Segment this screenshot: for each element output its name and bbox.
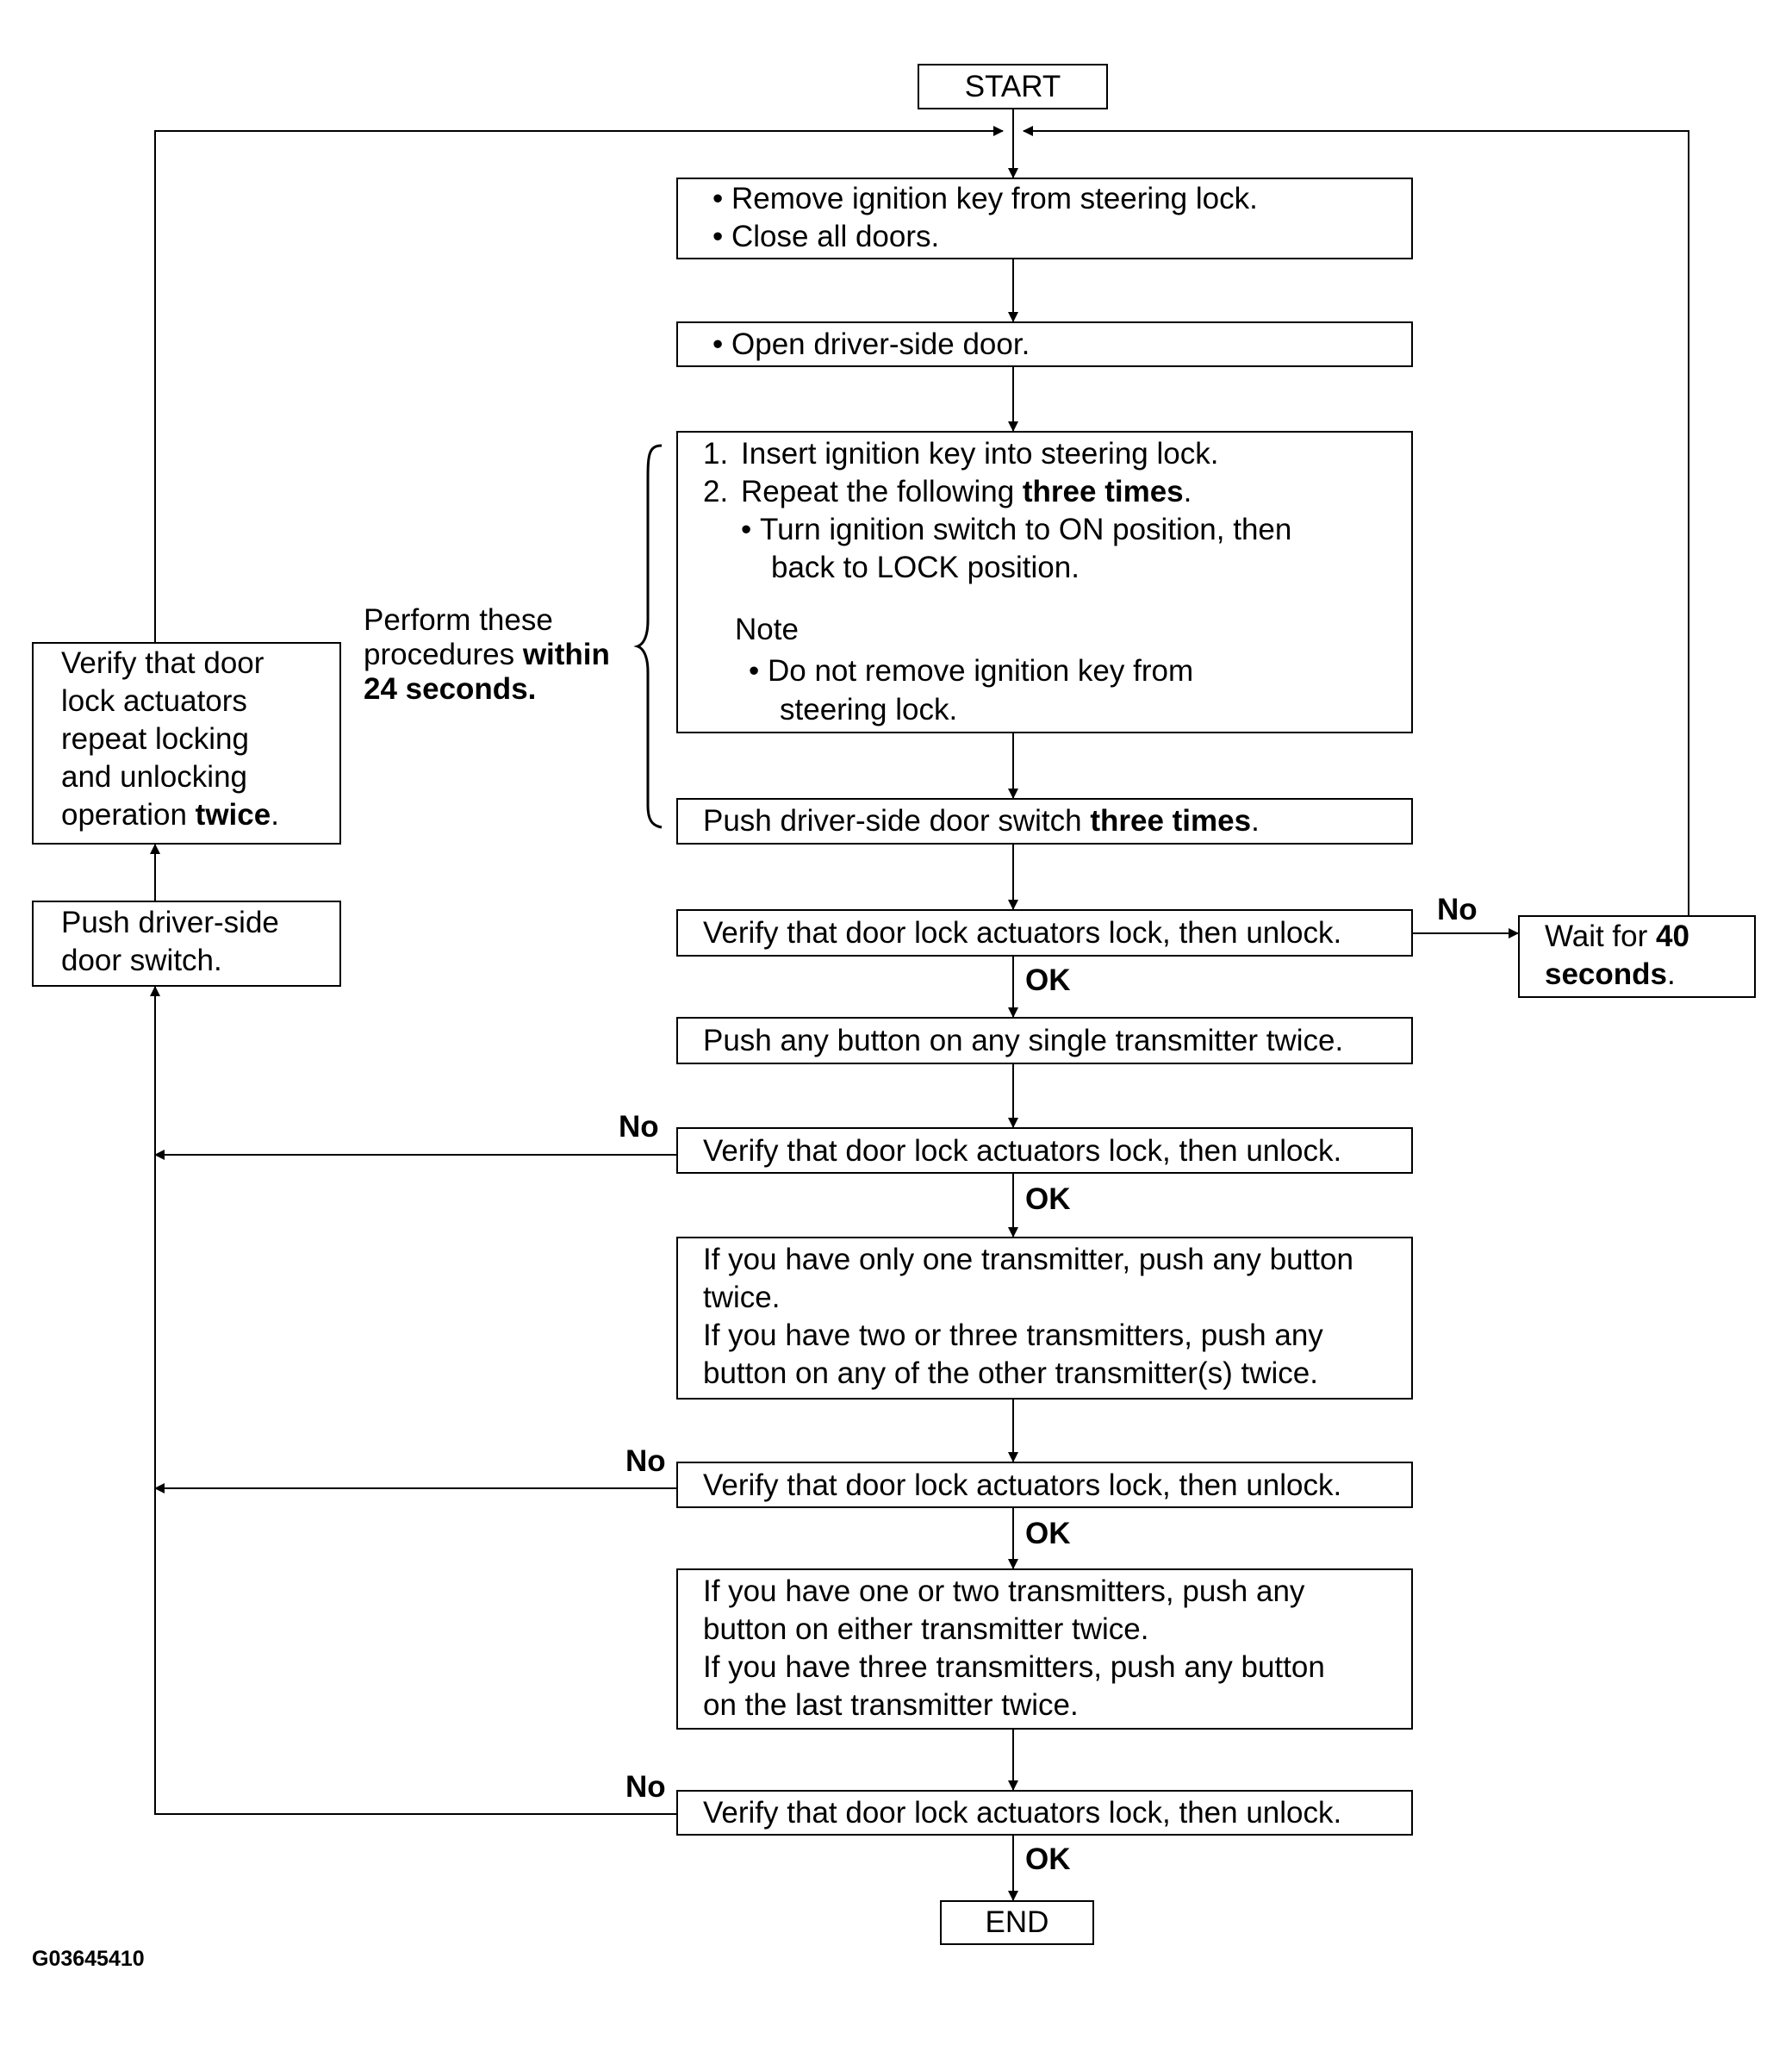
item2-number: 2. (703, 475, 729, 508)
label-ok-1: OK (1025, 963, 1071, 997)
start-label: START (964, 70, 1061, 103)
verify-repeat-period: . (271, 798, 279, 832)
step-wait: Wait for 40 seconds. (1518, 915, 1756, 998)
verify-repeat-line-3: repeat locking (61, 722, 249, 756)
end-terminal: END (940, 1900, 1094, 1945)
turn-switch-text: Turn ignition switch to ON position, the… (760, 513, 1292, 546)
item1-number: 1. (703, 437, 729, 471)
repeat-text: Repeat the following (741, 475, 1023, 508)
note-text-2: steering lock. (780, 693, 958, 726)
push-switch-line-1: Push driver-side (61, 906, 279, 939)
end-label: END (985, 1905, 1049, 1939)
push-any-text: Push any button on any single transmitte… (703, 1024, 1344, 1057)
figure-id: G03645410 (32, 1947, 145, 1971)
verify-repeat-line-5: operation (61, 798, 196, 832)
wire-wait-loop (1023, 126, 1689, 915)
bullet-icon: • (741, 513, 752, 546)
one-transmitter-line-2: twice. (703, 1281, 781, 1314)
step-push-switch: Push driver-side door switch. (32, 901, 341, 987)
verify-step-2: Verify that door lock actuators lock, th… (676, 1127, 1413, 1174)
step-insert-key: 1. Insert ignition key into steering loc… (676, 431, 1413, 733)
timing-line-1: Perform these (364, 603, 553, 637)
verify-2-text: Verify that door lock actuators lock, th… (703, 1134, 1342, 1168)
step-push-three-times: Push driver-side door switch three times… (676, 798, 1413, 845)
verify-repeat-line-2: lock actuators (61, 684, 247, 718)
label-ok-2: OK (1025, 1182, 1071, 1216)
label-ok-4: OK (1025, 1842, 1071, 1876)
step-remove-key: • Remove ignition key from steering lock… (676, 178, 1413, 259)
verify-repeat-line-1: Verify that door (61, 646, 264, 680)
repeat-period: . (1183, 475, 1192, 508)
note-title: Note (735, 613, 799, 646)
two-transmitters-line-4: on the last transmitter twice. (703, 1688, 1079, 1722)
verify-repeat-bold: twice (195, 798, 271, 832)
bullet-icon: • (712, 182, 724, 215)
remove-key-text: Remove ignition key from steering lock. (731, 182, 1258, 215)
wire-verify4-no (150, 986, 676, 1815)
label-ok-3: OK (1025, 1517, 1071, 1550)
close-doors-text: Close all doors. (731, 220, 940, 253)
verify-repeat-line-4: and unlocking (61, 760, 247, 794)
bullet-icon: • (749, 654, 760, 688)
verify-step-4: Verify that door lock actuators lock, th… (676, 1790, 1413, 1836)
bullet-icon: • (712, 327, 724, 361)
push-switch-line-2: door switch. (61, 944, 222, 977)
step-push-any-button: Push any button on any single transmitte… (676, 1017, 1413, 1064)
push-three-bold: three times (1090, 804, 1252, 838)
one-transmitter-line-1: If you have only one transmitter, push a… (703, 1243, 1353, 1276)
step-two-transmitters: If you have one or two transmitters, pus… (676, 1568, 1413, 1730)
wait-seconds-unit: seconds (1545, 957, 1667, 991)
insert-key-text: Insert ignition key into steering lock. (741, 437, 1219, 471)
label-no-4: No (625, 1770, 666, 1804)
two-transmitters-line-1: If you have one or two transmitters, pus… (703, 1574, 1305, 1608)
label-no-1: No (1437, 893, 1478, 926)
step-verify-repeat: Verify that door lock actuators repeat l… (32, 642, 341, 845)
two-transmitters-line-2: button on either transmitter twice. (703, 1612, 1149, 1646)
one-transmitter-line-4: button on any of the other transmitter(s… (703, 1356, 1318, 1390)
timing-line-2-bold: within (522, 638, 610, 671)
timing-note: Perform these procedures within 24 secon… (364, 603, 610, 707)
bullet-icon: • (712, 220, 724, 253)
step-one-transmitter: If you have only one transmitter, push a… (676, 1237, 1413, 1400)
label-no-3: No (625, 1444, 666, 1478)
verify-4-text: Verify that door lock actuators lock, th… (703, 1796, 1342, 1830)
verify-3-text: Verify that door lock actuators lock, th… (703, 1468, 1342, 1502)
push-three-text: Push driver-side door switch (703, 804, 1091, 838)
procedure-brace (633, 444, 663, 829)
note-text: Do not remove ignition key from (768, 654, 1194, 688)
timing-line-3: 24 seconds. (364, 672, 537, 706)
step-open-door: • Open driver-side door. (676, 321, 1413, 367)
wait-seconds-number: 40 (1656, 920, 1689, 953)
start-terminal: START (918, 64, 1108, 109)
turn-switch-text-2: back to LOCK position. (771, 551, 1080, 584)
open-door-text: Open driver-side door. (731, 327, 1030, 361)
wait-text: Wait for (1545, 920, 1656, 953)
verify-step-3: Verify that door lock actuators lock, th… (676, 1462, 1413, 1508)
repeat-count-text: three times (1022, 475, 1184, 508)
wire-verifyrepeat-loop (154, 126, 1004, 642)
label-no-2: No (619, 1110, 659, 1144)
one-transmitter-line-3: If you have two or three transmitters, p… (703, 1319, 1323, 1352)
verify-1-text: Verify that door lock actuators lock, th… (703, 916, 1342, 950)
push-three-period: . (1251, 804, 1260, 838)
timing-line-2: procedures (364, 638, 523, 671)
wait-period: . (1667, 957, 1676, 991)
verify-step-1: Verify that door lock actuators lock, th… (676, 909, 1413, 957)
two-transmitters-line-3: If you have three transmitters, push any… (703, 1650, 1325, 1684)
